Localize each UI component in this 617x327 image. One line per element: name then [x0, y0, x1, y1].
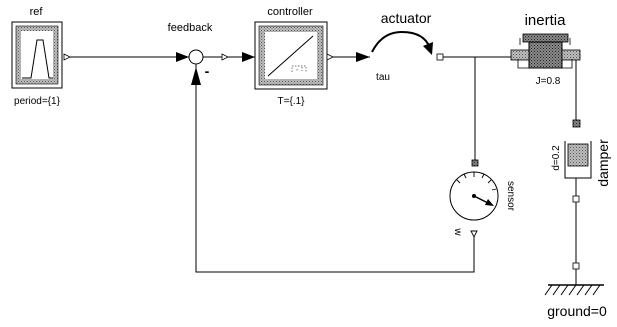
damper-cylinder	[564, 141, 592, 179]
inertia-bracket	[517, 59, 573, 69]
inertia-body	[528, 41, 563, 69]
controller-param: T={.1}	[278, 96, 306, 107]
controller-sampler-icon	[291, 65, 307, 72]
arrow-into-feedback-minus-icon	[191, 67, 201, 85]
ground-block[interactable]: ground=0	[544, 262, 607, 319]
ground-port	[572, 262, 580, 270]
arrow-into-actuator-icon	[356, 52, 370, 62]
inertia-top-bar	[522, 33, 569, 43]
sensor-needle-icon	[485, 199, 494, 206]
wire-sensor-feedback-loop	[195, 64, 475, 273]
controller-ramp-icon	[267, 35, 314, 77]
sensor-input-port	[471, 159, 479, 167]
feedback-output-port-icon	[221, 53, 229, 61]
damper-piston	[567, 143, 589, 167]
inertia-label: inertia	[525, 12, 567, 29]
controller-block[interactable]: controller T={.1}	[254, 6, 328, 107]
feedback-block[interactable]: feedback -	[168, 22, 213, 79]
arrow-into-feedback-icon	[176, 52, 189, 62]
actuator-label: actuator	[381, 10, 432, 26]
inertia-right-shaft	[561, 49, 581, 61]
damper-bottom-port	[572, 195, 580, 203]
ref-trapezoid-icon	[22, 39, 53, 79]
feedback-circle	[188, 49, 204, 65]
sensor-block[interactable]: sensor w	[449, 159, 516, 239]
actuator-torque-arc	[371, 30, 431, 53]
controller-output-port-icon	[326, 53, 334, 61]
feedback-minus: -	[205, 63, 210, 79]
actuator-arrowhead-icon	[423, 42, 433, 55]
damper-block[interactable]: d=0.2 damper	[551, 119, 611, 203]
ref-output-port-icon	[63, 53, 71, 61]
sensor-label: sensor	[505, 181, 516, 212]
actuator-flange-port-icon	[436, 53, 444, 61]
inertia-param: J=0.8	[536, 76, 561, 87]
sensor-output-label: w	[452, 227, 463, 236]
actuator-port-label: tau	[376, 72, 390, 83]
controller-label: controller	[267, 6, 313, 18]
ground-label: ground=0	[547, 303, 607, 319]
wire-markers	[63, 52, 444, 85]
arrow-into-controller-icon	[242, 52, 255, 62]
sensor-tick-marks	[456, 172, 497, 191]
connections	[64, 56, 577, 285]
damper-param: d=0.2	[551, 145, 562, 171]
sensor-output-port	[470, 230, 478, 239]
ref-label: ref	[30, 6, 44, 18]
ground-hatch-icon	[544, 284, 601, 296]
inertia-left-shaft	[510, 49, 530, 61]
ref-param: period={1}	[14, 96, 61, 107]
ref-block[interactable]: ref period={1}	[11, 6, 63, 107]
feedback-label: feedback	[168, 22, 213, 34]
damper-label: damper	[595, 139, 611, 187]
actuator-block[interactable]: actuator tau	[371, 10, 433, 83]
inertia-block[interactable]: inertia J=0.8	[510, 12, 581, 87]
damper-top-flange	[572, 119, 581, 128]
